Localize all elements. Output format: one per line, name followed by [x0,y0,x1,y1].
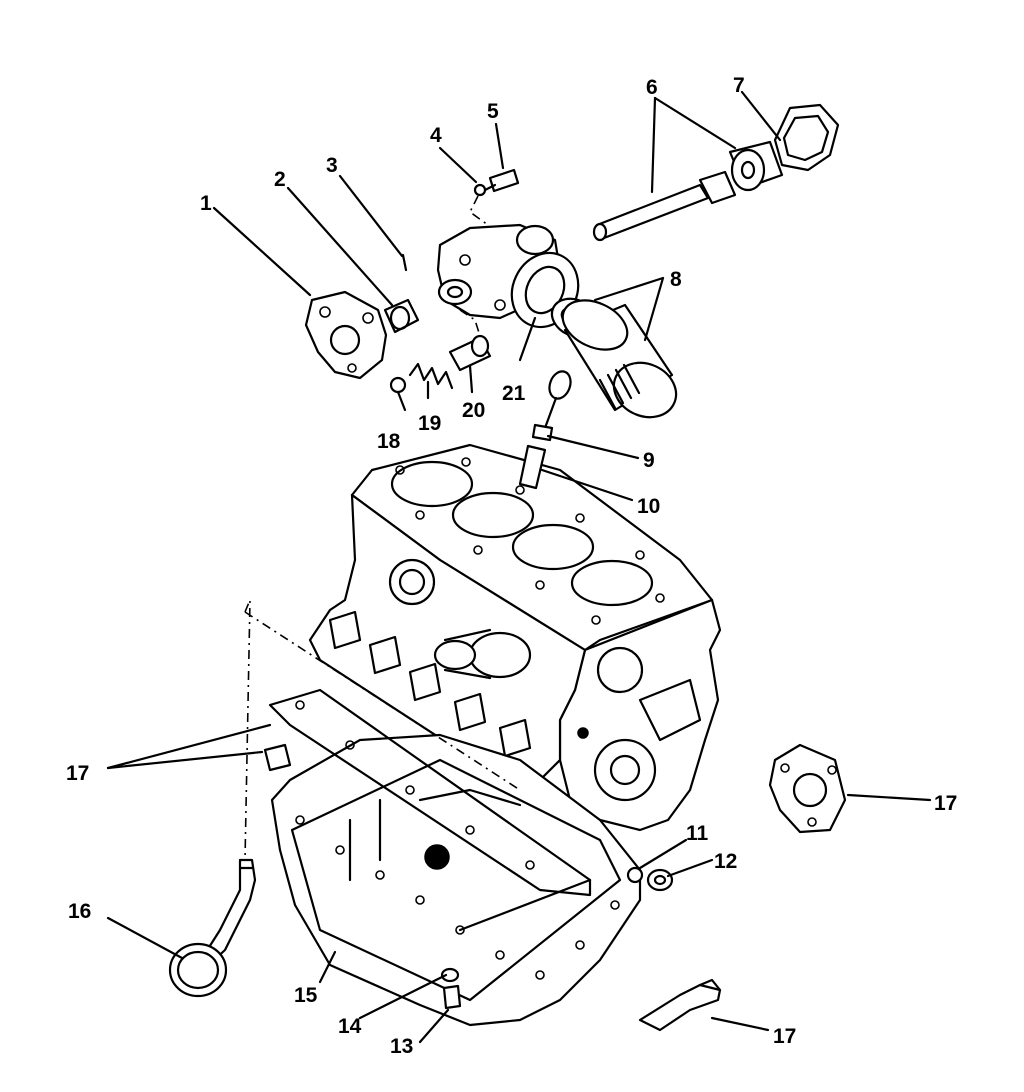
callout-3: 3 [326,154,338,177]
callout-2: 2 [274,168,286,191]
oil-pump-drive-shaft [592,140,784,242]
relief-valve-cap [389,376,407,394]
callout-15: 15 [294,984,318,1007]
timing-cover-seal-gasket [768,743,847,834]
engine-block [308,443,722,832]
pan-seal [626,866,644,884]
callout-20: 20 [462,399,485,422]
callout-19: 19 [418,412,441,435]
callout-13: 13 [390,1035,413,1058]
pan-bolt [646,868,674,892]
leader-lines [106,90,932,1044]
callout-9: 9 [643,449,655,472]
callout-18: 18 [377,430,401,453]
callout-14: 14 [338,1015,362,1038]
pin [401,253,408,272]
callout-labels: 1 2 3 4 5 6 7 8 9 10 11 12 13 14 15 16 1… [66,74,957,1058]
relief-valve-plug [383,298,420,334]
callout-17-right: 17 [934,792,957,815]
washer [473,183,487,197]
bolt [483,168,520,193]
oil-pump-gasket [304,290,388,380]
oil-pan [270,733,642,1027]
callout-10: 10 [637,495,660,518]
callout-8: 8 [670,268,682,291]
callout-6: 6 [646,76,658,99]
oil-pickup-screen [168,942,228,998]
callout-12: 12 [714,850,737,873]
dipstick [531,370,572,442]
bolt-alignment-line [468,195,489,226]
relief-valve-spring [408,362,454,390]
callout-17-bottom: 17 [773,1025,796,1048]
callout-5: 5 [487,100,499,123]
drain-plug-washer [440,967,460,983]
callout-21: 21 [502,382,526,405]
valve-alignment-line [459,309,481,337]
relief-valve [448,334,492,372]
callout-16: 16 [68,900,91,923]
callout-7: 7 [733,74,745,97]
callout-4: 4 [430,124,442,147]
oil-filter [550,297,678,419]
callout-17-left: 17 [66,762,89,785]
pump-housing-gasket [773,103,840,172]
callout-1: 1 [200,192,212,215]
rear-main-seal-gasket [638,978,722,1032]
callout-11: 11 [686,822,709,845]
dipstick-tube [518,444,547,490]
drain-plug [442,984,462,1010]
side-pan-gasket [263,688,592,897]
